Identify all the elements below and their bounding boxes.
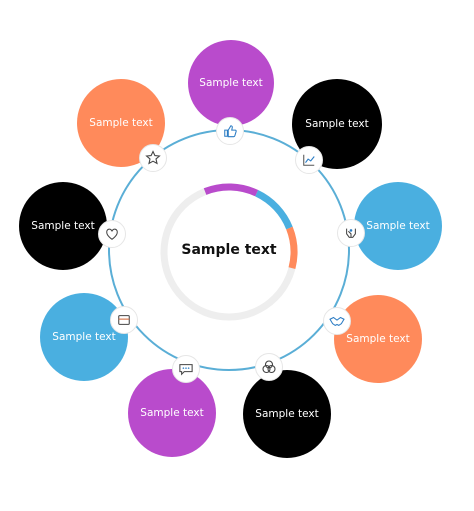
progress-arc [203, 183, 298, 270]
node-top[interactable]: Sample text [188, 40, 274, 126]
node-label: Sample text [31, 220, 95, 232]
progress-arc-segment [255, 190, 293, 230]
chat-icon [172, 355, 200, 383]
node-label: Sample text [255, 408, 319, 420]
circles-icon [255, 353, 283, 381]
node-right[interactable]: Sample text [354, 182, 442, 270]
heart-icon [98, 220, 126, 248]
star-icon [139, 144, 167, 172]
node-label: Sample text [346, 333, 410, 345]
card-icon [110, 306, 138, 334]
hands-icon [337, 219, 365, 247]
node-label: Sample text [199, 77, 263, 89]
node-lower-left[interactable]: Sample text [40, 293, 128, 381]
thumbs-up-icon [216, 117, 244, 145]
node-left[interactable]: Sample text [19, 182, 107, 270]
center-title: Sample text [181, 242, 277, 258]
node-label: Sample text [140, 407, 204, 419]
node-label: Sample text [52, 331, 116, 343]
node-label: Sample text [89, 117, 153, 129]
handshake-icon [323, 307, 351, 335]
node-bottom-right[interactable]: Sample text [243, 370, 331, 458]
progress-arc-segment [286, 226, 298, 270]
chart-icon [295, 146, 323, 174]
node-label: Sample text [305, 118, 369, 130]
node-lower-right[interactable]: Sample text [334, 295, 422, 383]
node-bottom-left[interactable]: Sample text [128, 369, 216, 457]
node-label: Sample text [366, 220, 430, 232]
progress-arc-segment [203, 183, 259, 197]
